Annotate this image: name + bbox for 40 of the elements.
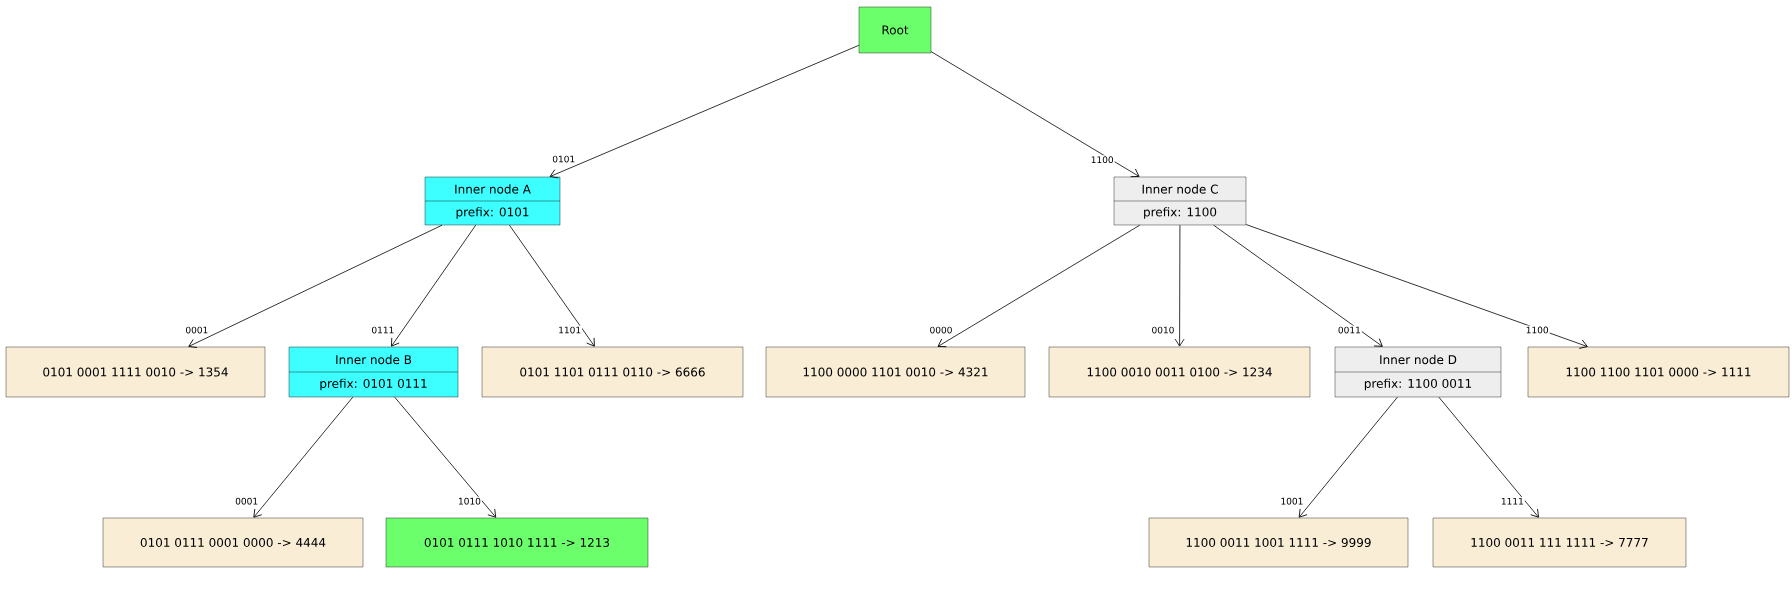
class-box: Inner node A prefix: 0101 xyxy=(424,176,561,226)
arrow xyxy=(188,224,443,348)
arrow xyxy=(1298,396,1398,518)
edge-label: 0000 xyxy=(928,325,954,335)
edge-label: 0010 xyxy=(1150,325,1176,335)
leaf-box: 1100 0010 0011 0100 -> 1234 xyxy=(1048,346,1311,398)
leaf-box: 0101 0001 1111 0010 -> 1354 xyxy=(5,346,266,398)
edge-label: 1100 xyxy=(1524,325,1550,335)
edge-label: 1111 xyxy=(1499,496,1525,506)
arrow xyxy=(1174,224,1185,347)
root-box: Root xyxy=(858,6,932,54)
arrow xyxy=(937,224,1141,348)
edge-label: 0011 xyxy=(1336,325,1362,335)
edge-label: 0001 xyxy=(234,496,260,506)
leaf-box: 1100 1100 1101 0000 -> 1111 xyxy=(1527,346,1790,398)
edge-label: 1001 xyxy=(1279,496,1305,506)
arrow xyxy=(253,396,354,518)
arrow xyxy=(1438,396,1539,518)
arrow xyxy=(549,44,860,179)
edge-label: 1101 xyxy=(557,325,583,335)
leaf-box: 1100 0011 1001 1111 -> 9999 xyxy=(1148,517,1409,568)
leaf-box: 0101 1101 0111 0110 -> 6666 xyxy=(481,346,744,398)
class-box: Inner node B prefix: 0101 0111 xyxy=(288,346,459,398)
arrow xyxy=(930,51,1140,178)
class-box: Inner node D prefix: 1100 0011 xyxy=(1334,346,1502,398)
edge-label: 0001 xyxy=(184,325,210,335)
edge-label: 0111 xyxy=(370,325,396,335)
leaf-box: 0101 0111 1010 1111 -> 1213 xyxy=(385,517,649,568)
arrow xyxy=(394,396,497,518)
edge-label: 1010 xyxy=(457,496,482,506)
edge-label: 0101 xyxy=(551,154,577,164)
edge-label: 1100 xyxy=(1089,155,1115,165)
arrow xyxy=(1245,224,1588,349)
leaf-box: 0101 0111 0001 0000 -> 4444 xyxy=(102,517,364,568)
leaf-box: 1100 0000 1101 0010 -> 4321 xyxy=(765,346,1026,398)
arrow xyxy=(509,224,595,347)
arrow xyxy=(391,224,477,347)
class-box: Inner node C prefix: 1100 xyxy=(1113,176,1247,226)
leaf-box: 1100 0011 111 1111 -> 7777 xyxy=(1432,517,1687,568)
arrow xyxy=(1213,224,1383,347)
